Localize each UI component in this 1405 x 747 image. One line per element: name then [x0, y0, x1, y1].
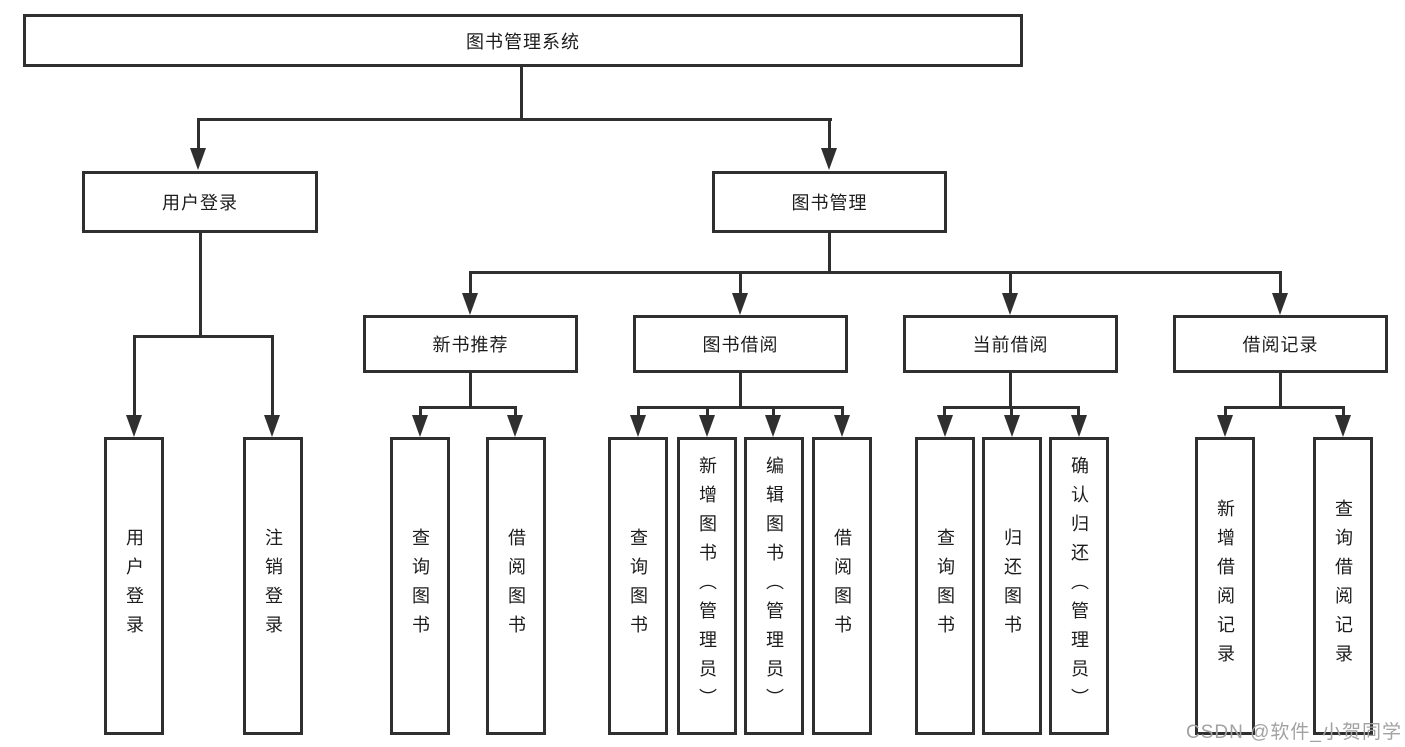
arrowhead-down-icon	[1071, 415, 1087, 437]
connector-line	[1279, 271, 1282, 299]
connector-line	[1342, 406, 1345, 420]
arrowhead-down-icon	[507, 415, 523, 437]
connector-line	[1009, 373, 1012, 408]
node-book-management: 图书管理	[712, 171, 947, 233]
connector-line	[133, 335, 136, 419]
connector-line	[828, 233, 831, 273]
connector-line	[841, 406, 844, 420]
connector-line	[943, 406, 946, 420]
leaf-logout: 注销登录	[243, 437, 303, 735]
connector-line	[133, 335, 274, 338]
leaf-borrow-query-books: 查询图书	[608, 437, 668, 735]
leaf-newbook-borrow-books: 借阅图书	[486, 437, 546, 735]
leaf-records-add-record: 新增借阅记录	[1195, 437, 1255, 735]
leaf-current-return-books: 归还图书	[982, 437, 1042, 735]
arrowhead-down-icon	[765, 415, 781, 437]
arrowhead-down-icon	[1217, 415, 1233, 437]
csdn-watermark: CSDN @软件_小贺同学	[1186, 722, 1402, 743]
node-library-management-system: 图书管理系统	[23, 14, 1023, 67]
arrowhead-down-icon	[834, 415, 850, 437]
connector-line	[1279, 373, 1282, 408]
arrowhead-down-icon	[1335, 415, 1351, 437]
connector-line	[419, 406, 517, 409]
leaf-current-query-books: 查询图书	[915, 437, 975, 735]
connector-line	[514, 406, 517, 420]
arrowhead-down-icon	[1272, 293, 1288, 315]
leaf-newbook-query-books: 查询图书	[390, 437, 450, 735]
arrowhead-down-icon	[699, 415, 715, 437]
connector-line	[706, 406, 709, 420]
connector-line	[739, 373, 742, 408]
arrowhead-down-icon	[1004, 415, 1020, 437]
connector-line	[271, 335, 274, 419]
node-book-borrowing: 图书借阅	[633, 315, 848, 373]
connector-line	[637, 406, 640, 420]
connector-line	[1009, 271, 1012, 299]
arrowhead-down-icon	[630, 415, 646, 437]
arrowhead-down-icon	[732, 293, 748, 315]
connector-line	[199, 233, 202, 335]
arrowhead-down-icon	[1002, 293, 1018, 315]
arrowhead-down-icon	[462, 293, 478, 315]
arrowhead-down-icon	[264, 415, 280, 437]
connector-line	[197, 118, 200, 156]
connector-line	[1224, 406, 1345, 409]
arrowhead-down-icon	[190, 148, 206, 170]
connector-line	[1077, 406, 1080, 420]
leaf-borrow-add-books-admin: 新增图书（管理员）	[677, 437, 737, 735]
arrowhead-down-icon	[821, 148, 837, 170]
node-new-book-recommend: 新书推荐	[363, 315, 578, 373]
connector-line	[1010, 406, 1013, 420]
connector-line	[1224, 406, 1227, 420]
connector-line	[469, 271, 472, 299]
node-borrowing-records: 借阅记录	[1173, 315, 1388, 373]
arrowhead-down-icon	[937, 415, 953, 437]
arrowhead-down-icon	[126, 415, 142, 437]
connector-line	[772, 406, 775, 420]
connector-line	[469, 373, 472, 408]
leaf-borrow-edit-books-admin: 编辑图书（管理员）	[744, 437, 804, 735]
leaf-current-confirm-return-admin: 确认归还（管理员）	[1049, 437, 1109, 735]
node-current-borrowing: 当前借阅	[903, 315, 1118, 373]
connector-line	[637, 406, 844, 409]
connector-line	[739, 271, 742, 299]
leaf-user-login: 用户登录	[104, 437, 164, 735]
connector-line	[419, 406, 422, 420]
arrowhead-down-icon	[412, 415, 428, 437]
node-user-login: 用户登录	[82, 171, 318, 233]
leaf-borrow-borrow-books: 借阅图书	[812, 437, 872, 735]
connector-line	[520, 67, 523, 118]
connector-line	[828, 118, 831, 156]
connector-line	[197, 118, 832, 121]
leaf-records-query-record: 查询借阅记录	[1313, 437, 1373, 735]
connector-line	[469, 271, 1281, 274]
